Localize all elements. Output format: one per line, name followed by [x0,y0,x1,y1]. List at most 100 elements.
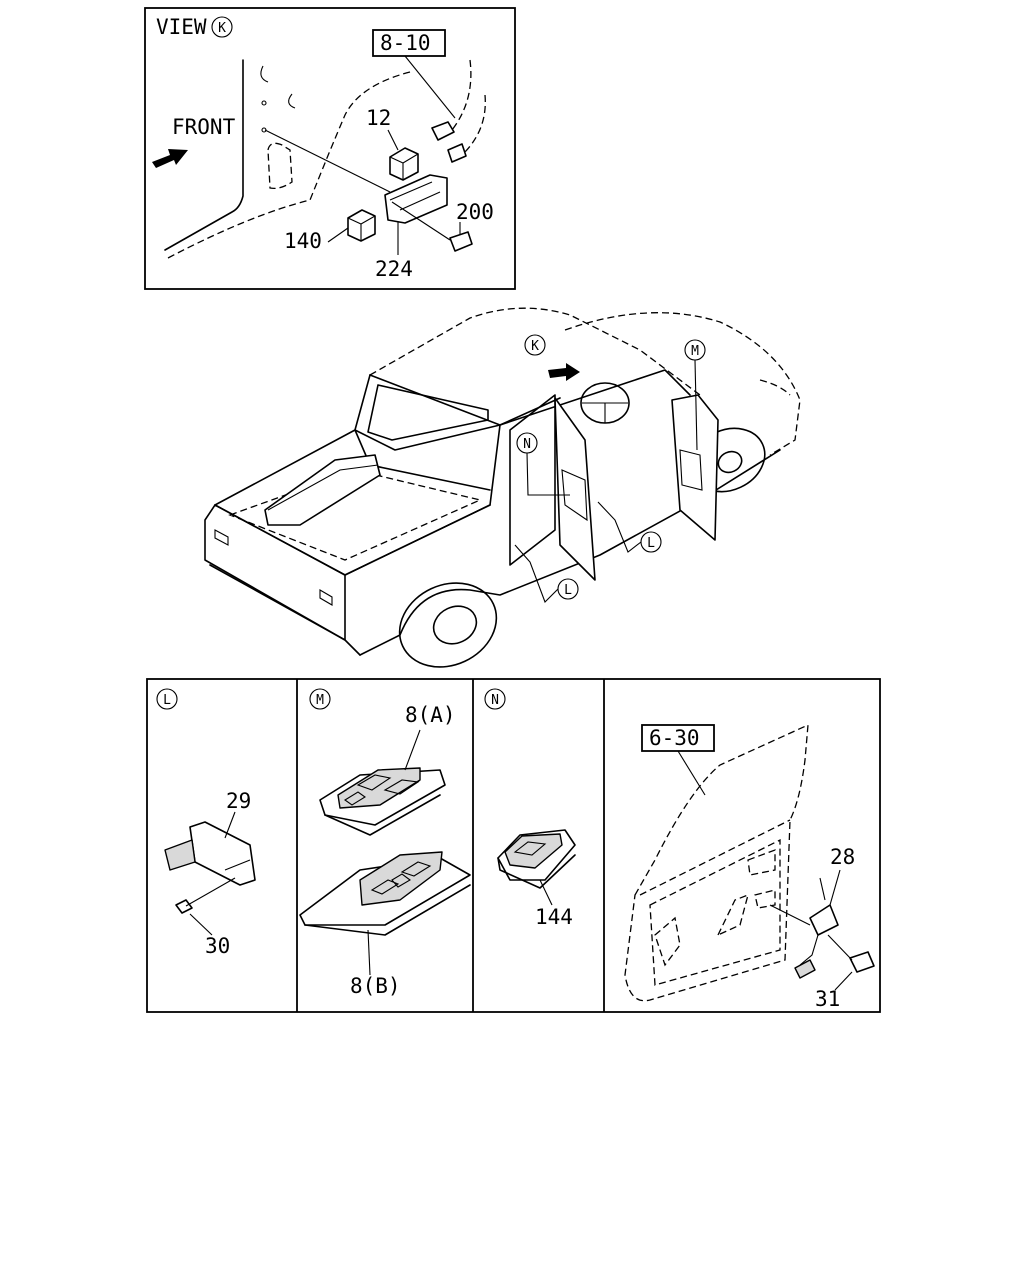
marker-k-letter: K [531,339,539,354]
harness-2 [461,94,486,156]
callout-224: 224 [375,257,413,281]
front-label: FRONT [172,115,236,139]
marker-n-letter: N [523,437,531,452]
panel-door: 6-30 28 31 [624,723,875,1011]
callout-140: 140 [284,229,322,253]
callout-31: 31 [815,987,840,1011]
steering-spokes [582,402,628,423]
rear-wheel-hub [432,605,478,645]
front-arrow-icon [152,149,188,168]
view-k-panel: VIEW K FRONT 8-10 [144,7,516,290]
leader-l-front [597,501,642,553]
ref-box-8-10 [372,29,446,57]
bed-box-edge [267,464,379,511]
door-pocket [654,916,681,967]
leader-28 [829,869,841,906]
detail-panels: L 29 30 M 8(A) 8(B) [146,678,881,1013]
switch-8a-keys [344,774,420,806]
hole-3 [261,100,267,106]
leader-140 [327,227,349,243]
leader-8b [367,929,371,976]
view-k-title: VIEW [156,15,207,39]
hole-2 [288,93,296,109]
panel-n: N 144 [484,688,576,929]
connector-1 [431,121,455,141]
callout-12: 12 [366,106,391,130]
panel-l: L 29 30 [156,688,256,958]
tail-lamp-left [214,529,229,546]
door-handle-lever [164,839,196,871]
door-trim [649,838,781,986]
relay-140-edges [347,215,376,241]
leader-n [526,452,570,496]
leader-m [694,359,698,451]
view-k-marker-letter: K [218,21,226,36]
leader-6-30 [677,750,706,796]
marker-m-letter: M [691,344,699,359]
view-k-marker [211,16,233,38]
panel-m-letter: M [316,693,324,708]
panel-n-marker [484,688,506,710]
detail-panels-frame [146,678,881,1013]
leader-8-10 [404,55,456,119]
panel-l-marker [156,688,178,710]
callout-29: 29 [226,789,251,813]
front-wheel-hub [717,450,743,474]
bed-rail-left [214,429,491,506]
panel-m: M 8(A) 8(B) [299,688,471,998]
callout-28: 28 [830,845,855,869]
rear-bumper [209,564,361,656]
headlight [759,379,791,396]
leader-12 [387,129,399,151]
bracket-224 [384,174,448,224]
switch-8b-buttons [359,851,443,906]
part-28 [809,904,839,936]
ref-box-6-30-text: 6-30 [649,726,700,750]
leader-8a [404,729,421,771]
door-switch-recess [747,849,776,876]
rear-window [367,384,489,441]
panel-m-marker [309,688,331,710]
marker-l-front-letter: L [647,536,655,551]
leader-144 [539,879,553,906]
cab-rear-window-frame [354,374,501,451]
callout-144: 144 [535,905,573,929]
body-panel-edge [164,59,244,251]
panel-l-letter: L [163,693,171,708]
bolt-31 [849,951,875,973]
leader-l-rear [514,544,559,603]
switch-8b-base [304,884,471,936]
marker-l-rear-letter: L [564,583,572,598]
callout-8b: 8(B) [350,974,401,998]
tail-lamp-right [319,589,333,606]
hole-1 [260,65,269,83]
front-door-panel [679,449,703,491]
door-handle-details [204,821,251,871]
bed-top-front [214,504,491,576]
callout-200: 200 [456,200,494,224]
ref-box-8-10-text: 8-10 [380,31,431,55]
view-k-arrow-icon [548,363,580,381]
switch-144-top [504,833,563,869]
front-door-open [671,394,719,541]
marker-k [524,334,546,356]
tailgate [204,504,346,641]
door-outline [624,723,809,1002]
switch-8b-keys [370,861,432,895]
leader-30 [189,913,213,936]
side-body-bottom [359,449,781,656]
door-handle-recess [716,893,749,937]
rear-door-frame [509,394,556,566]
switch-8a-base [324,794,441,836]
switch-144-key [513,841,547,856]
body-panel-dashed [167,71,411,259]
door-lock-recess [754,889,776,909]
switch-144-base [497,854,576,889]
screw-30 [175,899,193,914]
hood-line [564,312,801,456]
callout-8a: 8(A) [405,703,456,727]
truck-illustration: K M N L L [204,307,801,668]
connector-2 [447,143,467,163]
callout-30: 30 [205,934,230,958]
view-k-frame [144,7,516,290]
